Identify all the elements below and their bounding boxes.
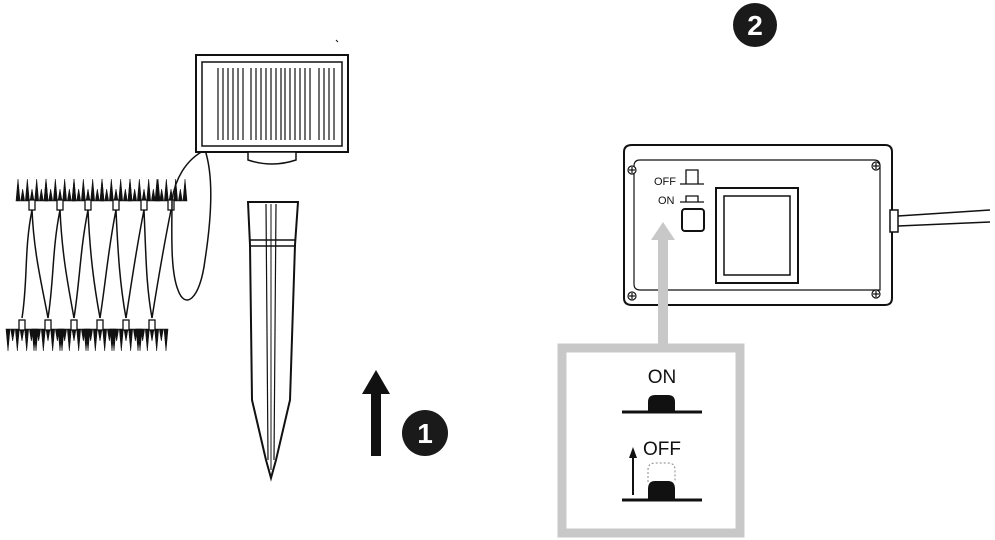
battery-box-icon: OFF ON [623, 144, 991, 306]
light-bulb-icon [135, 319, 169, 352]
switch-detail-box [557, 343, 745, 538]
callout-pointer [651, 222, 675, 348]
switch-on-label: ON [658, 195, 675, 207]
detail-off-label: OFF [643, 439, 681, 460]
switch-on-state-icon [622, 395, 702, 414]
power-switch[interactable] [681, 208, 705, 232]
detail-on-label: ON [648, 367, 677, 388]
light-bulb-icon [127, 178, 161, 211]
step-1-number: 1 [417, 418, 433, 449]
light-bulb-icon [99, 178, 133, 211]
step-2-number: 2 [747, 10, 763, 41]
step-2-badge: 2 [733, 3, 777, 47]
light-bulb-icon [43, 178, 77, 211]
switch-off-state-icon [622, 462, 702, 502]
switch-off-label: OFF [654, 176, 676, 188]
light-bulb-icon [15, 178, 49, 211]
light-bulb-icon [154, 178, 188, 211]
small-up-arrow-icon [629, 447, 637, 495]
light-string-icon [5, 178, 188, 352]
screw-icon [627, 161, 881, 301]
ground-stake-icon [246, 201, 300, 482]
connecting-cable [171, 148, 212, 301]
up-arrow-icon [362, 370, 390, 456]
solar-panel-icon [195, 39, 349, 165]
light-bulb-icon [71, 178, 105, 211]
step-1-badge: 1 [402, 410, 448, 456]
